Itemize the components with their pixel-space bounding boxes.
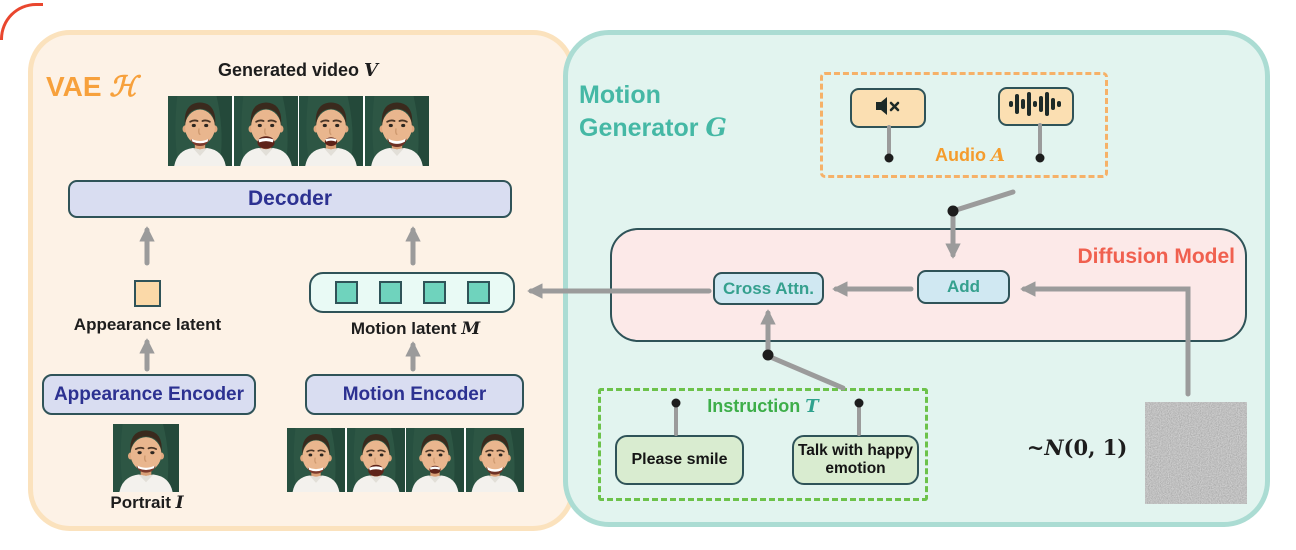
motion-generator-title: Motion Generator G: [579, 81, 727, 142]
waveform-icon: [1008, 91, 1064, 122]
motion-latent-token: [378, 281, 402, 304]
portrait-image: [113, 424, 179, 492]
appearance-encoder-box: Appearance Encoder: [42, 374, 256, 415]
noise-distribution-label: ~N(0, 1): [1026, 435, 1128, 460]
motion-generator-symbol: G: [705, 112, 727, 142]
generated-video-frames: [168, 96, 429, 166]
audio-caption: Audio A: [935, 145, 1005, 166]
noise-tile: [1192, 449, 1245, 502]
vae-title-symbol: ℋ: [109, 70, 137, 103]
prompt-please-smile: Please smile: [615, 435, 744, 485]
cross-attention-block: Cross Attn.: [713, 272, 824, 305]
motion-latent-token: [422, 281, 446, 304]
vae-title-text: VAE: [46, 71, 102, 102]
noise-tiles: [1144, 401, 1247, 509]
add-block: Add: [917, 270, 1010, 304]
mute-speaker-icon: [874, 95, 902, 122]
generated-video-symbol: V: [364, 60, 379, 81]
appearance-latent-caption: Appearance latent: [73, 315, 222, 334]
waveform-audio-chip: [998, 87, 1074, 126]
diffusion-model-label: Diffusion Model: [1077, 245, 1235, 268]
motion-latent-token: [334, 281, 358, 304]
motion-input-frames: [287, 428, 524, 492]
motion-latent-token: [466, 281, 490, 304]
motion-latent-symbol: M: [461, 319, 481, 339]
decoder-box: Decoder: [68, 180, 512, 218]
motion-latent-caption: Motion latent M: [350, 319, 481, 339]
instruction-caption: Instruction T: [707, 396, 819, 417]
instruction-group-box: [598, 388, 928, 501]
prompt-talk-happy: Talk with happy emotion: [792, 435, 919, 485]
audio-symbol: A: [991, 145, 1005, 166]
generated-video-caption: Generated video V: [217, 60, 379, 81]
motion-latent-box: [309, 272, 515, 313]
instruction-symbol: T: [805, 396, 819, 417]
audio-group-box: [820, 72, 1108, 178]
motion-encoder-box: Motion Encoder: [305, 374, 524, 415]
noise-symbol: N: [1044, 435, 1064, 460]
appearance-latent-square: [134, 280, 161, 307]
portrait-symbol: I: [175, 493, 184, 513]
mute-audio-chip: [850, 88, 926, 128]
vae-title: VAE ℋ: [46, 70, 137, 103]
portrait-caption: Portrait I: [110, 493, 184, 513]
